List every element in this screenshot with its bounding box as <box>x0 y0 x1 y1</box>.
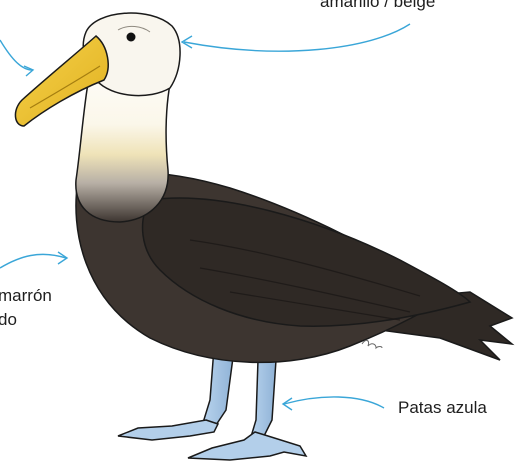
label-body-color-line1: marrón <box>0 286 52 306</box>
arrow-legs <box>284 397 384 408</box>
foot-front <box>118 420 218 440</box>
label-head-color: amarillo / beige <box>320 0 435 12</box>
arrow-head-color <box>184 24 410 51</box>
label-body-color-line2: do <box>0 310 17 330</box>
leg-back <box>250 360 276 440</box>
arrow-beak-head <box>24 66 33 76</box>
eye-icon <box>127 33 136 42</box>
arrow-body-color <box>0 254 66 268</box>
label-legs: Patas azula <box>398 398 487 418</box>
artist-signature <box>362 340 382 348</box>
arrow-beak <box>0 40 32 70</box>
foot-back <box>188 432 306 460</box>
